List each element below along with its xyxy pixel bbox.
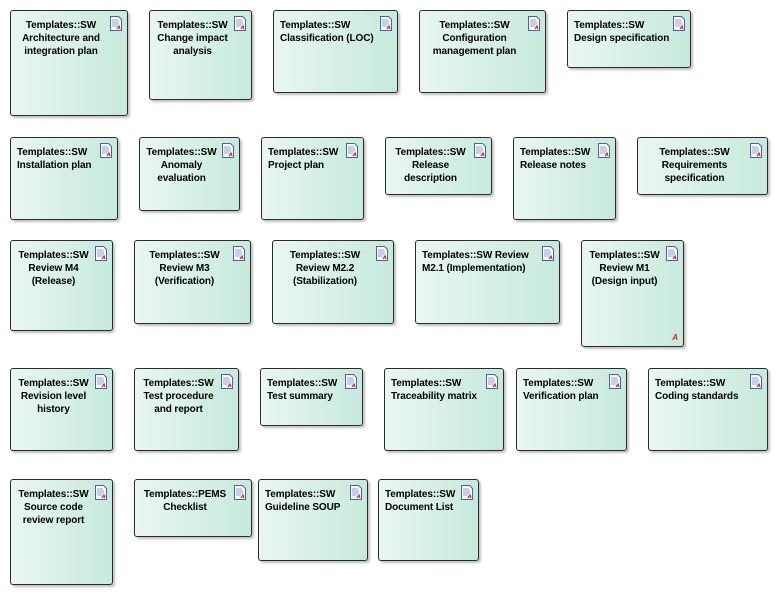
artifact-element[interactable]: Templates::SW Release description bbox=[385, 137, 492, 195]
artifact-label: Templates::SW Configuration management p… bbox=[432, 20, 517, 57]
artifact-label: Templates::SW Release description bbox=[395, 147, 466, 184]
artifact-element[interactable]: Templates::SW Classification (LOC) bbox=[273, 10, 398, 93]
artifact-element[interactable]: Templates::SW Coding standards bbox=[648, 368, 768, 451]
artifact-label: Templates::SW Review M2.2 (Stabilization… bbox=[289, 250, 361, 287]
artifact-element[interactable]: Templates::SW Verification plan bbox=[516, 368, 627, 451]
document-icon bbox=[350, 485, 362, 500]
document-icon bbox=[222, 143, 234, 158]
artifact-label: Templates::SW Guideline SOUP bbox=[265, 489, 341, 513]
artifact-element[interactable]: Templates::SW Review M2.1 (Implementatio… bbox=[415, 240, 560, 324]
artifact-label: Templates::SW Test procedure and report bbox=[143, 378, 214, 415]
artifact-element[interactable]: Templates::SW Installation plan bbox=[10, 137, 118, 220]
artifact-element[interactable]: Templates::SW Change impact analysis bbox=[149, 10, 252, 100]
artifact-label: Templates::SW Architecture and integrati… bbox=[22, 20, 100, 57]
artifact-label: Templates::SW Anomaly evaluation bbox=[146, 147, 217, 184]
document-icon bbox=[234, 16, 246, 31]
document-icon bbox=[598, 143, 610, 158]
artifact-element[interactable]: Templates::SW Project plan bbox=[261, 137, 364, 220]
artifact-label: Templates::SW Test summary bbox=[267, 378, 338, 402]
artifact-element[interactable]: Templates::SW Design specification bbox=[567, 10, 691, 68]
artifact-element[interactable]: Templates::SW Review M3 (Verification) bbox=[134, 240, 251, 324]
artifact-label: Templates::SW Review M4 (Release) bbox=[18, 250, 89, 287]
artifact-element[interactable]: Templates::SW Test procedure and report bbox=[134, 368, 239, 451]
document-icon bbox=[486, 374, 498, 389]
artifact-element[interactable]: Templates::SW Requirements specification bbox=[637, 137, 768, 195]
artifact-label: Templates::SW Classification (LOC) bbox=[280, 20, 374, 44]
artifact-label: Templates::SW Source code review report bbox=[18, 489, 89, 526]
artifact-element[interactable]: Templates::SW Revision level history bbox=[10, 368, 113, 451]
artifact-label: Templates::SW Traceability matrix bbox=[391, 378, 477, 402]
document-icon bbox=[376, 246, 388, 261]
artifact-element[interactable]: Templates::SW Source code review report bbox=[10, 479, 113, 585]
artifact-element[interactable]: Templates::SW Document List bbox=[378, 479, 479, 561]
document-icon bbox=[346, 143, 358, 158]
artifact-label: Templates::SW Design specification bbox=[574, 20, 670, 44]
document-icon bbox=[380, 16, 392, 31]
document-icon bbox=[95, 246, 107, 261]
document-icon bbox=[750, 374, 762, 389]
artifact-element[interactable]: Templates::SW Guideline SOUP bbox=[258, 479, 368, 561]
artifact-element[interactable]: Templates::SW Anomaly evaluation bbox=[139, 137, 240, 211]
document-icon bbox=[110, 16, 122, 31]
document-icon bbox=[461, 485, 473, 500]
artifact-element[interactable]: Templates::PEMS Checklist bbox=[134, 479, 252, 537]
artifact-label: Templates::SW Project plan bbox=[268, 147, 339, 171]
artifact-element[interactable]: Templates::SW Configuration management p… bbox=[419, 10, 546, 93]
document-icon bbox=[221, 374, 233, 389]
artifact-element[interactable]: Templates::SW Review M4 (Release) bbox=[10, 240, 113, 331]
artifact-label: Templates::SW Requirements specification bbox=[659, 147, 730, 184]
artifact-label: Templates::PEMS Checklist bbox=[143, 489, 227, 513]
document-icon bbox=[100, 143, 112, 158]
artifact-label: Templates::SW Release notes bbox=[520, 147, 591, 171]
document-icon bbox=[234, 485, 246, 500]
artifact-label: Templates::SW Change impact analysis bbox=[157, 20, 228, 57]
artifact-label: Templates::SW Installation plan bbox=[17, 147, 92, 171]
artifact-element[interactable]: Templates::SW Architecture and integrati… bbox=[10, 10, 128, 116]
artifact-label: Templates::SW Document List bbox=[385, 489, 456, 513]
artifact-label: Templates::SW Coding standards bbox=[655, 378, 739, 402]
artifact-label: Templates::SW Review M2.1 (Implementatio… bbox=[422, 250, 529, 274]
document-icon bbox=[750, 143, 762, 158]
artifact-element[interactable]: Templates::SW Traceability matrix bbox=[384, 368, 504, 451]
artifact-label: Templates::SW Review M3 (Verification) bbox=[149, 250, 220, 287]
document-icon bbox=[609, 374, 621, 389]
artifact-element[interactable]: Templates::SW Release notes bbox=[513, 137, 616, 220]
document-icon bbox=[233, 246, 245, 261]
artifact-element[interactable]: Templates::SW Review M1 (Design input)A bbox=[581, 240, 684, 347]
document-icon bbox=[95, 485, 107, 500]
artifact-element[interactable]: Templates::SW Test summary bbox=[260, 368, 363, 426]
linked-document-icon: A bbox=[672, 333, 678, 342]
document-icon bbox=[528, 16, 540, 31]
artifact-label: Templates::SW Review M1 (Design input) bbox=[589, 250, 660, 287]
artifact-element[interactable]: Templates::SW Review M2.2 (Stabilization… bbox=[272, 240, 394, 324]
document-icon bbox=[345, 374, 357, 389]
document-icon bbox=[542, 246, 554, 261]
document-icon bbox=[95, 374, 107, 389]
artifact-label: Templates::SW Verification plan bbox=[523, 378, 599, 402]
artifact-label: Templates::SW Revision level history bbox=[18, 378, 89, 415]
document-icon bbox=[474, 143, 486, 158]
document-icon bbox=[666, 246, 678, 261]
document-icon bbox=[673, 16, 685, 31]
